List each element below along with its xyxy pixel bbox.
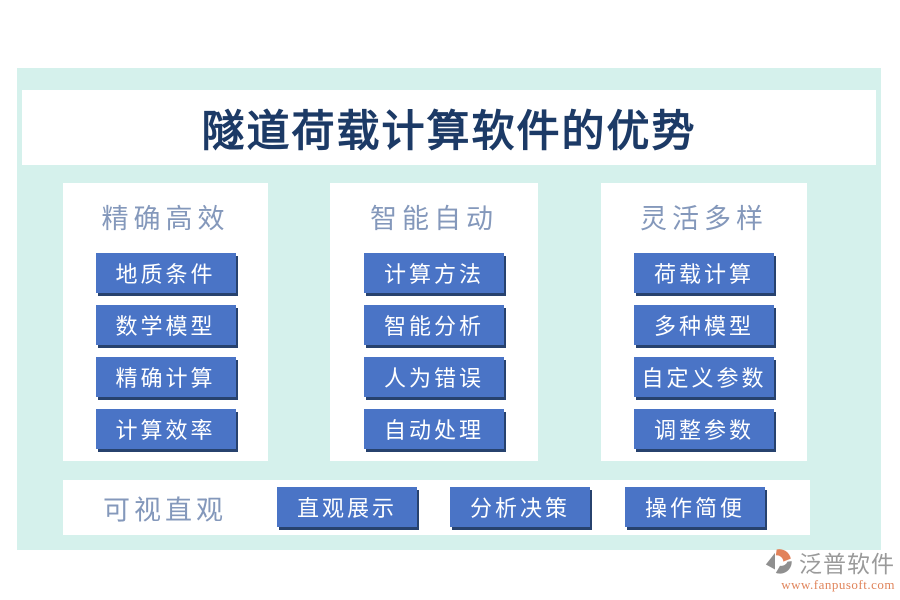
feature-card-accuracy: 精确高效 地质条件 数学模型 精确计算 计算效率: [63, 183, 268, 461]
brand-name: 泛普软件: [799, 552, 895, 577]
feature-button[interactable]: 直观展示: [277, 487, 417, 527]
card-header: 灵活多样: [640, 204, 768, 234]
title-bar: 隧道荷载计算软件的优势: [22, 90, 876, 165]
brand-footer: 泛普软件 www.fanpusoft.com: [765, 545, 895, 593]
feature-button[interactable]: 调整参数: [634, 409, 774, 449]
feature-button[interactable]: 分析决策: [450, 487, 590, 527]
feature-button[interactable]: 操作简便: [625, 487, 765, 527]
feature-card-flexibility: 灵活多样 荷载计算 多种模型 自定义参数 调整参数: [601, 183, 807, 461]
feature-button[interactable]: 智能分析: [364, 305, 504, 345]
feature-card-intelligence: 智能自动 计算方法 智能分析 人为错误 自动处理: [330, 183, 538, 461]
feature-button[interactable]: 数学模型: [95, 305, 236, 345]
brand-url-link[interactable]: www.fanpusoft.com: [781, 577, 895, 592]
brand-row: 泛普软件: [765, 545, 895, 579]
page-title: 隧道荷载计算软件的优势: [201, 108, 697, 156]
fanpu-logo-icon: [765, 549, 792, 574]
mint-board-panel: 隧道荷载计算软件的优势 精确高效 地质条件 数学模型 精确计算 计算效率 智能自…: [17, 68, 881, 550]
bottom-feature-bar: 可视直观 直观展示 分析决策 操作简便: [63, 480, 810, 535]
feature-button[interactable]: 多种模型: [634, 305, 774, 345]
feature-button[interactable]: 荷载计算: [634, 253, 774, 293]
feature-button[interactable]: 自定义参数: [634, 357, 774, 397]
feature-button[interactable]: 地质条件: [95, 253, 236, 293]
feature-button[interactable]: 人为错误: [364, 357, 504, 397]
feature-button[interactable]: 自动处理: [364, 409, 504, 449]
bottom-bar-header: 可视直观: [103, 495, 227, 525]
card-header: 智能自动: [370, 204, 498, 234]
feature-button[interactable]: 计算方法: [364, 253, 504, 293]
feature-button[interactable]: 精确计算: [95, 357, 236, 397]
card-header: 精确高效: [101, 204, 230, 234]
feature-button[interactable]: 计算效率: [95, 409, 236, 449]
